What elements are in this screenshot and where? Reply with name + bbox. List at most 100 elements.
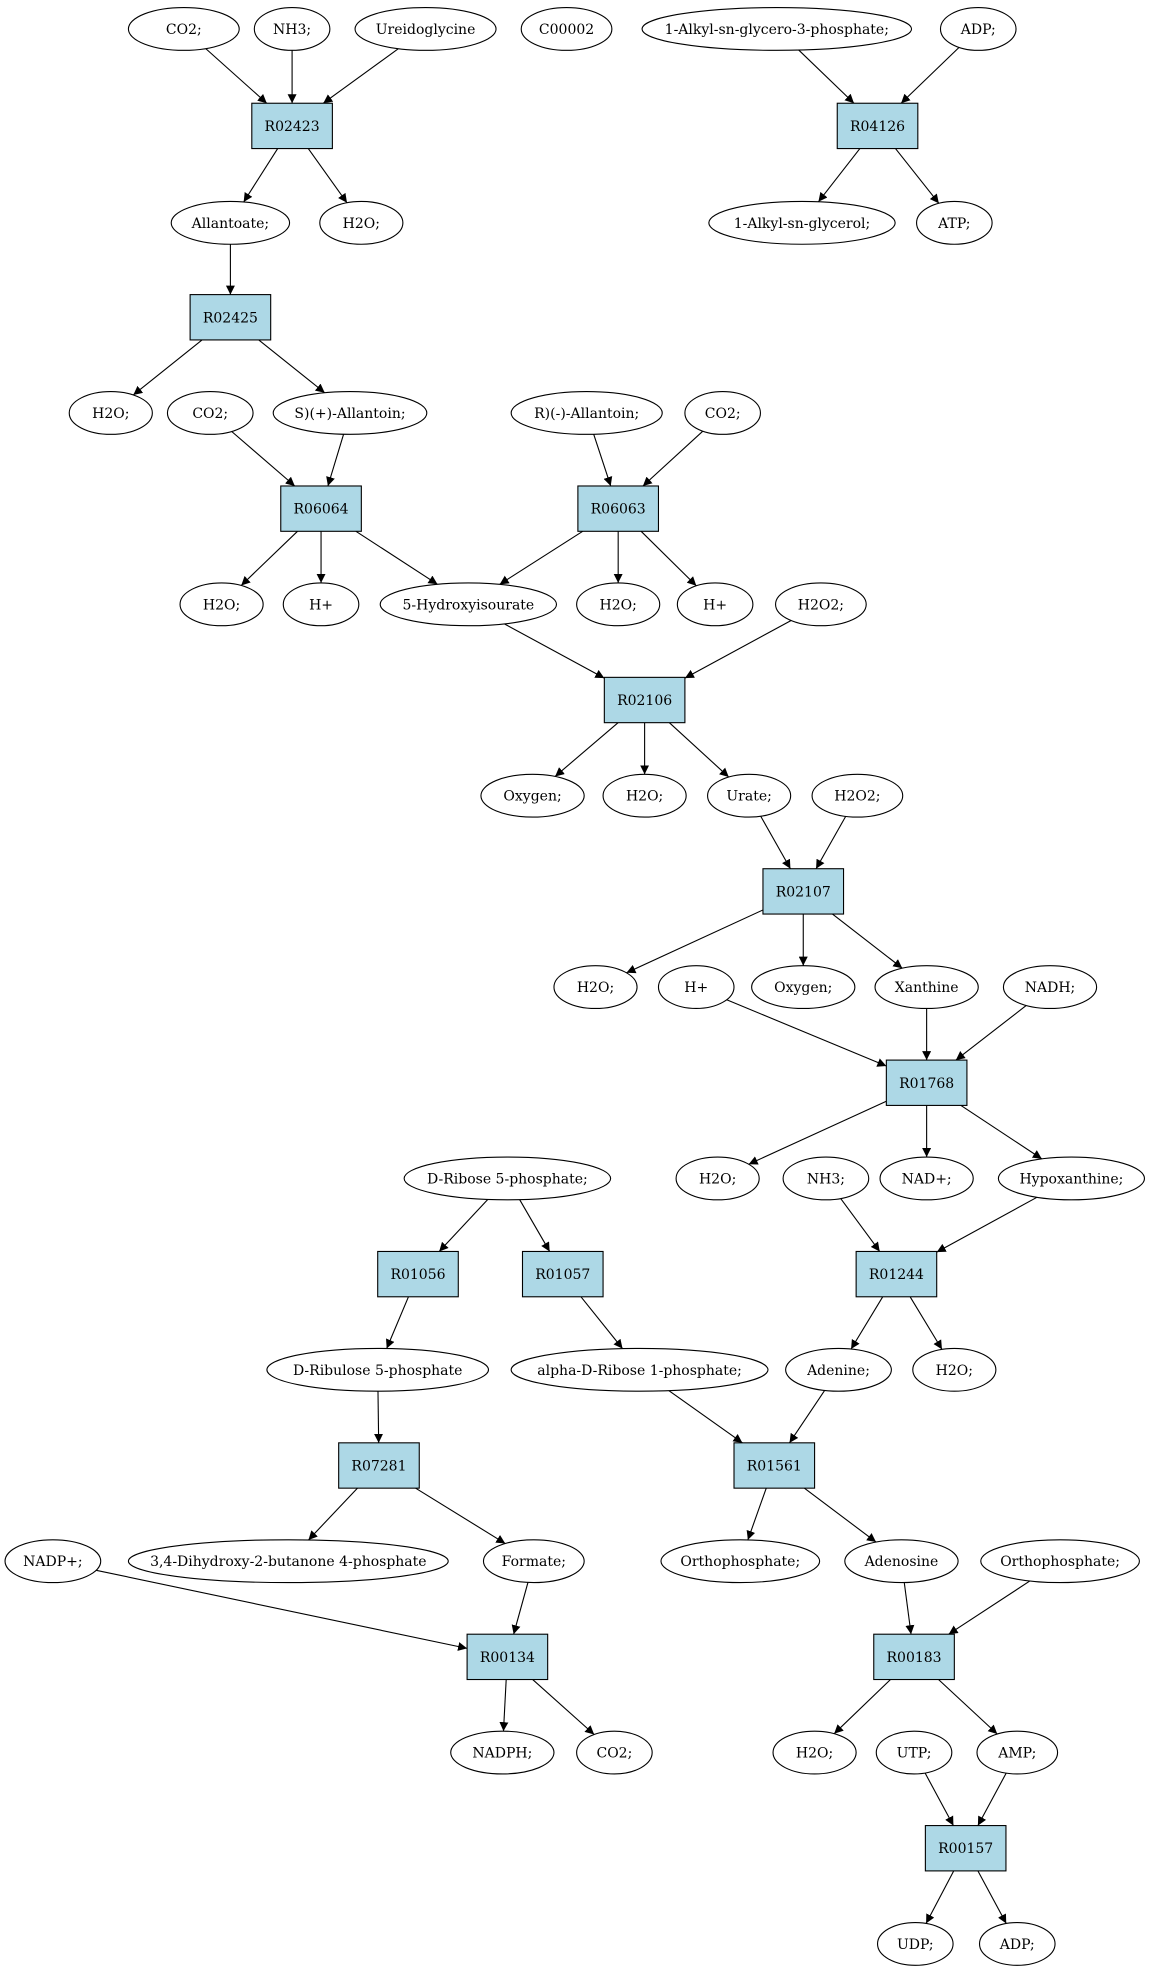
compound-node-nadph[interactable]: NADPH; [450,1730,555,1775]
node-label: H2O2; [798,597,844,613]
reaction-node-r02423[interactable]: R02423 [251,102,333,150]
compound-node-hypoxanthine[interactable]: Hypoxanthine; [997,1156,1145,1201]
compound-node-atp[interactable]: ATP; [916,200,993,245]
compound-node-hplus_c[interactable]: H+ [657,965,735,1010]
compound-node-amp[interactable]: AMP; [976,1730,1059,1775]
compound-node-h2o_f[interactable]: H2O; [553,965,638,1010]
compound-node-ribulose5p[interactable]: D-Ribulose 5-phosphate [266,1347,490,1392]
compound-node-formate[interactable]: Formate; [482,1539,585,1584]
reaction-node-r06063[interactable]: R06063 [577,485,660,532]
compound-ellipse [510,391,663,435]
compound-node-s_allantoin[interactable]: S)(+)-Allantoin; [272,391,428,435]
reaction-node-r02106[interactable]: R02106 [603,676,686,724]
compound-node-h2o_a[interactable]: H2O; [319,200,404,245]
compound-node-co2_d[interactable]: CO2; [576,1730,653,1775]
compound-node-ureidoglycine[interactable]: Ureidoglycine [354,7,497,51]
node-label: R02423 [265,119,320,135]
compound-node-hydroxyisourate[interactable]: 5-Hydroxyisourate [379,582,558,627]
compound-node-urate[interactable]: Urate; [707,773,792,818]
reaction-node-r02107[interactable]: R02107 [762,868,845,915]
compound-ellipse [576,1730,653,1775]
compound-node-h2o_i[interactable]: H2O; [772,1730,857,1775]
node-label: NH3; [273,22,311,38]
edge-adp_a-to-r04126 [900,47,960,104]
reaction-node-r01561[interactable]: R01561 [733,1442,816,1489]
compound-node-hplus_b[interactable]: H+ [676,582,754,627]
compound-node-oxygen_b[interactable]: Oxygen; [751,965,856,1010]
node-label: alpha-D-Ribose 1-phosphate; [537,1363,742,1379]
reaction-box [280,485,362,532]
compound-node-c00002[interactable]: C00002 [520,7,613,51]
reaction-node-r02425[interactable]: R02425 [189,294,272,341]
compound-node-adenine[interactable]: Adenine; [785,1347,892,1392]
edge-r04126-to-alkyl_g [817,148,861,203]
edge-r00134-to-co2_d [532,1679,595,1735]
compound-node-r_allantoin[interactable]: R)(-)-Allantoin; [510,391,663,435]
edge-r01768-to-hypoxanthine [960,1104,1043,1160]
compound-node-allantoate[interactable]: Allantoate; [170,200,291,245]
edge-nadh-to-r01768 [955,1005,1027,1061]
compound-node-nh3_b[interactable]: NH3; [782,1156,870,1201]
compound-ellipse [482,1539,585,1584]
reaction-node-r01244[interactable]: R01244 [855,1250,938,1298]
reaction-node-r00183[interactable]: R00183 [873,1633,955,1681]
reaction-node-r04126[interactable]: R04126 [836,102,919,150]
compound-node-h2o_e[interactable]: H2O; [602,773,687,818]
reaction-box [577,485,660,532]
compound-node-h2o_d[interactable]: H2O; [576,582,661,627]
compound-node-h2o2_b[interactable]: H2O2; [811,773,904,818]
compound-ellipse [4,1539,102,1584]
compound-node-ribose5p[interactable]: D-Ribose 5-phosphate; [403,1156,612,1201]
compound-node-h2o_c[interactable]: H2O; [179,582,264,627]
compound-node-h2o_h[interactable]: H2O; [912,1347,997,1392]
compound-ellipse [510,1347,769,1392]
node-label: H2O; [600,597,637,613]
compound-node-h2o_b[interactable]: H2O; [68,391,153,435]
compound-node-dihydroxybutanone[interactable]: 3,4-Dihydroxy-2-butanone 4-phosphate [127,1539,449,1584]
compound-node-adp_a[interactable]: ADP; [939,7,1017,51]
node-label: D-Ribulose 5-phosphate [293,1363,463,1379]
compound-node-nh3_a[interactable]: NH3; [253,7,331,51]
edge-ribose1p-to-r01561 [668,1390,743,1444]
node-label: Formate; [502,1554,566,1570]
reaction-node-r01056[interactable]: R01056 [377,1250,459,1298]
reaction-box [377,1250,459,1298]
compound-node-udp[interactable]: UDP; [876,1921,954,1966]
compound-node-adp_b[interactable]: ADP; [978,1921,1056,1966]
compound-ellipse [403,1156,612,1201]
compound-node-nadplus_a[interactable]: NAD+; [879,1156,974,1201]
compound-node-hplus_a[interactable]: H+ [282,582,360,627]
compound-node-ribose1p[interactable]: alpha-D-Ribose 1-phosphate; [510,1347,769,1392]
compound-node-nadh[interactable]: NADH; [1002,965,1098,1010]
edge-hplus_c-to-r01768 [726,999,887,1067]
nodes-layer: CO2; NH3; Ureidoglycine C00002 1-Alkyl-sn-gl… [4,7,1145,1966]
compound-node-nadp[interactable]: NADP+; [4,1539,102,1584]
compound-node-adenosine[interactable]: Adenosine [844,1539,959,1584]
edge-hypoxanthine-to-r01244 [936,1196,1038,1253]
compound-node-ortho_b[interactable]: Orthophosphate; [980,1539,1140,1584]
compound-node-ortho_a[interactable]: Orthophosphate; [660,1539,821,1584]
compound-node-co2_c[interactable]: CO2; [684,391,761,435]
compound-node-co2_b[interactable]: CO2; [166,391,254,435]
reaction-node-r07281[interactable]: R07281 [338,1442,420,1489]
reaction-node-r01057[interactable]: R01057 [521,1250,604,1298]
compound-node-oxygen_a[interactable]: Oxygen; [480,773,585,818]
node-label: R02107 [776,884,831,900]
compound-ellipse [875,1730,953,1775]
compound-node-xanthine[interactable]: Xanthine [874,965,979,1010]
compound-node-utp[interactable]: UTP; [875,1730,953,1775]
edge-nadp-to-r00134 [96,1569,468,1651]
reaction-node-r01768[interactable]: R01768 [885,1059,968,1106]
edge-co2_b-to-r06064 [231,431,296,487]
node-label: AMP; [997,1746,1036,1762]
compound-ellipse [676,582,754,627]
edge-r01244-to-adenine [850,1296,884,1350]
reaction-node-r00134[interactable]: R00134 [466,1633,549,1681]
compound-node-co2_a[interactable]: CO2; [127,7,240,51]
reaction-node-r06064[interactable]: R06064 [280,485,362,532]
compound-node-alkyl_g[interactable]: 1-Alkyl-sn-glycerol; [708,200,896,245]
reaction-node-r00157[interactable]: R00157 [924,1825,1007,1872]
compound-node-alkyl_gp[interactable]: 1-Alkyl-sn-glycero-3-phosphate; [641,7,913,51]
compound-node-h2o2_a[interactable]: H2O2; [775,582,867,627]
compound-node-h2o_g[interactable]: H2O; [675,1156,760,1201]
